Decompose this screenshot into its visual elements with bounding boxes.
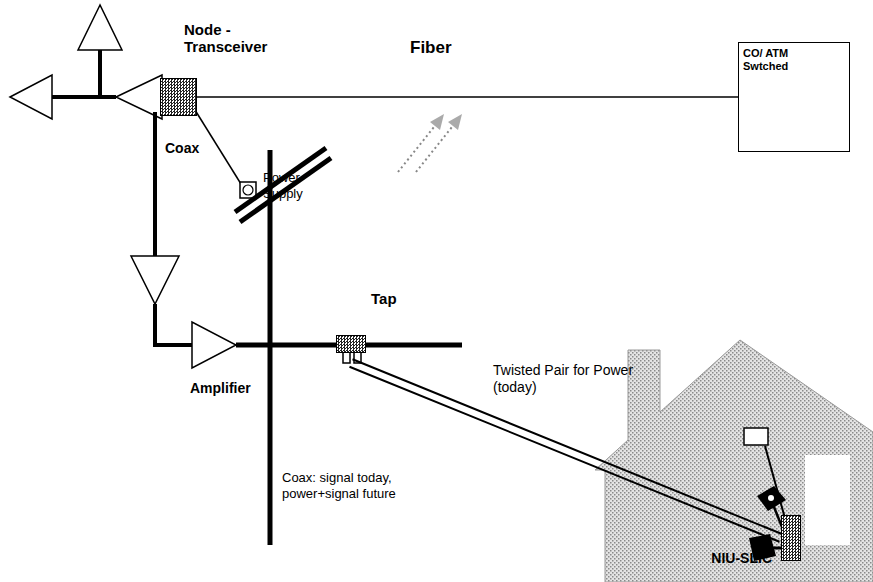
amplifier-symbol — [10, 75, 52, 119]
node-text: CO/ ATM Swtched — [739, 43, 817, 76]
house — [595, 340, 873, 582]
coax-line — [98, 50, 102, 97]
twisted-pair-label: Twisted Pair for Power (today) — [493, 362, 668, 396]
optical-arrowhead — [430, 114, 462, 130]
pole-crossarm — [240, 158, 331, 222]
coax-label: Coax — [165, 140, 225, 157]
drop-cable — [349, 359, 782, 541]
fiber-link — [197, 97, 738, 98]
tv-icon — [757, 486, 786, 511]
tv-icon — [768, 495, 774, 501]
edge-label: Fiber — [410, 38, 452, 58]
pole-crossarm — [235, 148, 326, 212]
tap-port — [343, 352, 350, 363]
co-atm-box: CO/ ATM Swtched — [738, 42, 850, 152]
optical-arrow — [398, 122, 456, 172]
node-text: Tap — [371, 290, 431, 307]
power-supply-label: Power Supply — [263, 170, 323, 201]
power-supply-symbol — [243, 185, 253, 195]
amplifier-symbol — [78, 5, 122, 50]
transceiver-node: Node - Transceiver — [160, 78, 197, 116]
tap-device: Tap — [336, 335, 366, 353]
power-line — [195, 110, 241, 184]
coax-line — [52, 95, 116, 99]
telephone-icon — [744, 428, 768, 445]
amplifier-symbol — [131, 256, 179, 304]
coax-line — [153, 112, 157, 256]
node-text: NIU-SLIC — [672, 550, 772, 566]
coax-future-label: Coax: signal today, power+signal future — [282, 470, 432, 501]
niu-slic-box: NIU-SLIC — [781, 515, 801, 561]
node-text: Node - Transceiver — [184, 21, 284, 56]
amplifier-symbol — [192, 322, 236, 368]
amplifier-label: Amplifier — [190, 380, 290, 397]
power-supply-symbol — [240, 182, 256, 198]
house-door — [805, 455, 850, 545]
coax-line — [155, 304, 192, 345]
